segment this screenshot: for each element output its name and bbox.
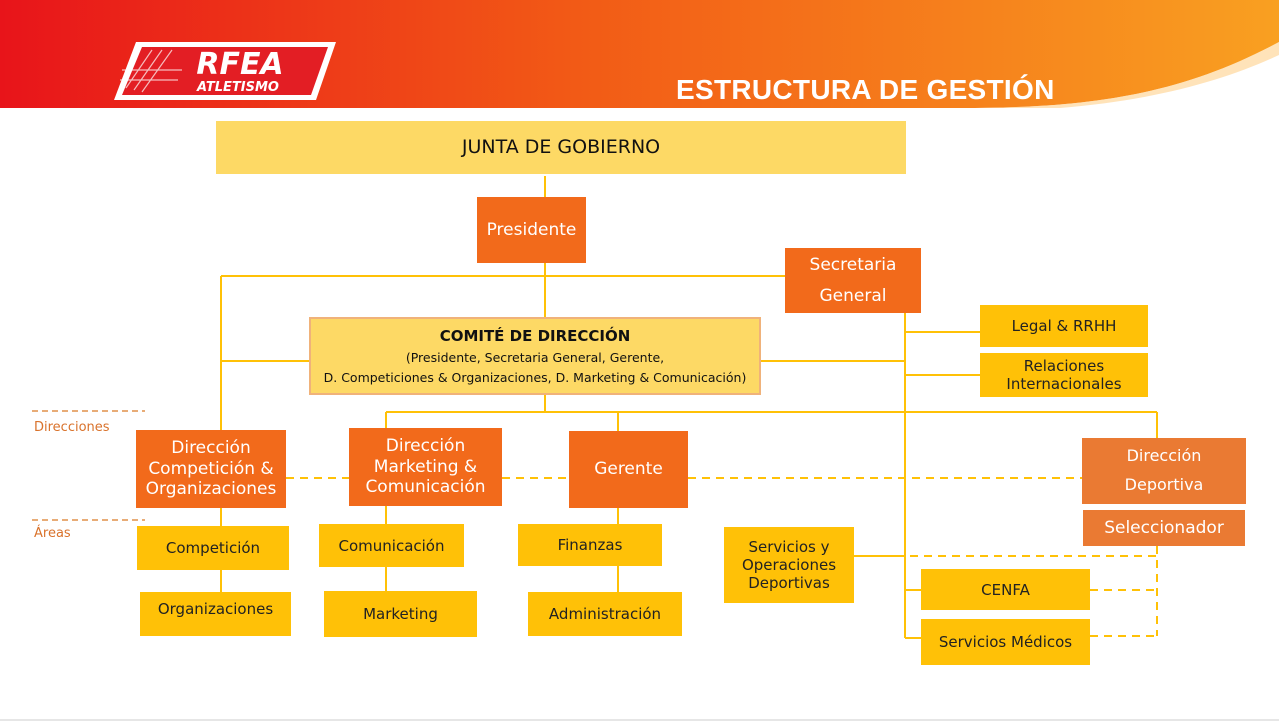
- dir-marketing-line3: Comunicación: [365, 477, 486, 498]
- presidente-label: Presidente: [486, 219, 577, 240]
- legal-label: Legal & RRHH: [1011, 317, 1117, 335]
- seleccionador-box: Seleccionador: [1083, 510, 1245, 546]
- finanzas-box: Finanzas: [518, 524, 662, 566]
- marketing-label: Marketing: [363, 605, 438, 623]
- servicios-line2: Operaciones: [741, 556, 837, 574]
- gerente-box: Gerente: [569, 431, 688, 508]
- servicios-line1: Servicios y: [748, 538, 830, 556]
- dir-competicion-line3: Organizaciones: [145, 479, 277, 500]
- dir-deportiva-line1: Dirección: [1126, 446, 1202, 466]
- servicios-medicos-label: Servicios Médicos: [938, 633, 1073, 651]
- secretaria-line2: General: [819, 285, 887, 306]
- comite-de-direccion-box: COMITÉ DE DIRECCIÓN (Presidente, Secreta…: [309, 317, 761, 395]
- dir-competicion-line1: Dirección: [171, 438, 251, 459]
- comite-line2: D. Competiciones & Organizaciones, D. Ma…: [323, 370, 747, 385]
- organizaciones-box: Organizaciones: [140, 592, 291, 636]
- presidente-box: Presidente: [477, 197, 586, 263]
- dir-competicion-line2: Competición &: [148, 458, 274, 479]
- seleccionador-label: Seleccionador: [1104, 517, 1224, 538]
- organizaciones-label: Organizaciones: [157, 600, 274, 618]
- rfea-logo: RFEA ATLETISMO: [114, 42, 336, 100]
- dir-marketing-line1: Dirección: [385, 436, 466, 457]
- page-title: ESTRUCTURA DE GESTIÓN: [676, 74, 1055, 105]
- servicios-line3: Deportivas: [748, 574, 830, 592]
- dir-marketing-line2: Marketing &: [373, 456, 478, 477]
- direccion-competicion-box: Dirección Competición & Organizaciones: [136, 430, 286, 508]
- servicios-operaciones-box: Servicios y Operaciones Deportivas: [724, 527, 854, 603]
- comite-line1: (Presidente, Secretaria General, Gerente…: [405, 350, 665, 365]
- relaciones-internacionales-box: Relaciones Internacionales: [980, 353, 1148, 397]
- relaciones-line1: Relaciones: [1023, 357, 1105, 375]
- comunicacion-box: Comunicación: [319, 524, 464, 567]
- secretaria-general-box: Secretaria General: [785, 248, 921, 313]
- comite-title: COMITÉ DE DIRECCIÓN: [439, 327, 631, 345]
- administracion-box: Administración: [528, 592, 682, 636]
- gerente-label: Gerente: [594, 459, 663, 480]
- junta-label: JUNTA DE GOBIERNO: [461, 136, 661, 159]
- relaciones-line2: Internacionales: [1006, 375, 1122, 393]
- competicion-label: Competición: [165, 539, 261, 557]
- competicion-box: Competición: [137, 526, 289, 570]
- legal-rrhh-box: Legal & RRHH: [980, 305, 1148, 347]
- direccion-marketing-box: Dirección Marketing & Comunicación: [349, 428, 502, 506]
- logo-text: RFEA: [196, 47, 283, 82]
- comunicacion-label: Comunicación: [338, 536, 445, 555]
- cenfa-box: CENFA: [921, 569, 1090, 610]
- junta-de-gobierno-box: JUNTA DE GOBIERNO: [216, 121, 906, 174]
- marketing-box: Marketing: [324, 591, 477, 637]
- dir-deportiva-line2: Deportiva: [1124, 475, 1204, 494]
- administracion-label: Administración: [548, 605, 662, 623]
- areas-label: Áreas: [34, 526, 71, 541]
- logo-subtext: ATLETISMO: [196, 80, 279, 95]
- servicios-medicos-box: Servicios Médicos: [921, 619, 1090, 665]
- direcciones-label: Direcciones: [34, 420, 110, 435]
- secretaria-line1: Secretaria: [809, 254, 897, 275]
- direccion-deportiva-box: Dirección Deportiva: [1082, 438, 1246, 504]
- finanzas-label: Finanzas: [557, 536, 623, 554]
- cenfa-label: CENFA: [981, 580, 1030, 599]
